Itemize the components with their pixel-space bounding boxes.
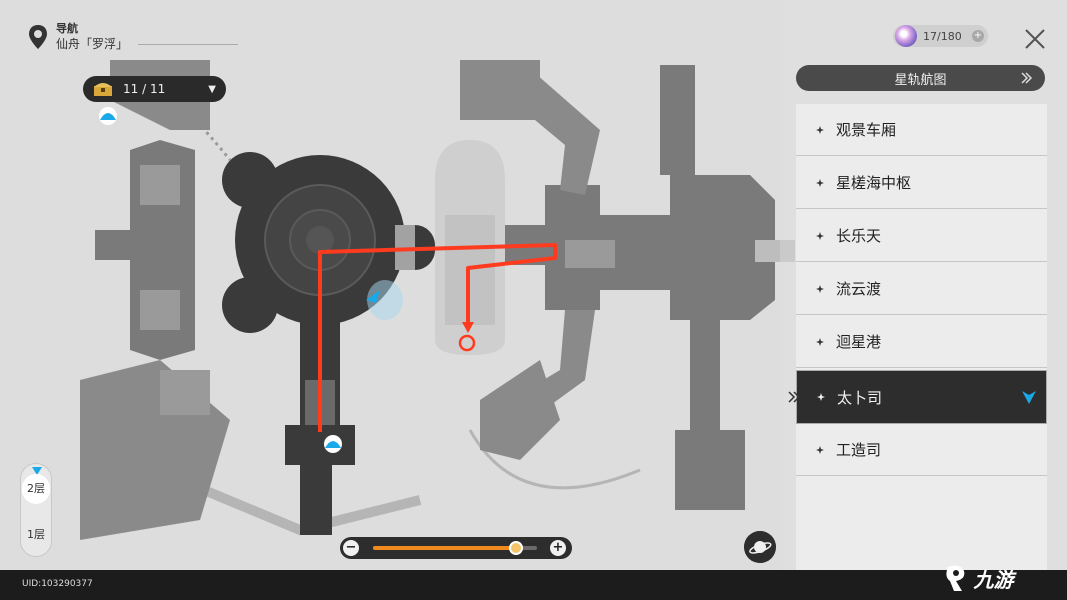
zoom-fill xyxy=(373,546,516,550)
floor-indicator-icon xyxy=(32,467,42,475)
region-label: 长乐天 xyxy=(836,227,882,245)
region-label: 观景车厢 xyxy=(836,121,897,139)
header-divider xyxy=(138,44,238,45)
region-label: 迴星港 xyxy=(836,333,882,351)
teleport-icon-topleft[interactable] xyxy=(99,107,117,125)
floor-2-button[interactable]: 2层 xyxy=(22,474,50,504)
region-item-active[interactable]: 太卜司 xyxy=(796,370,1047,424)
add-currency-button[interactable]: + xyxy=(972,30,984,42)
nav-header: 导航 仙舟「罗浮」 xyxy=(28,22,128,52)
zoom-slider[interactable] xyxy=(373,541,537,555)
chevron-down-icon: ▼ xyxy=(208,83,216,95)
star-icon xyxy=(816,284,824,293)
region-item[interactable]: 长乐天 xyxy=(796,210,1047,262)
zoom-out-button[interactable]: − xyxy=(343,540,359,556)
location-pin-icon xyxy=(29,25,47,49)
star-rail-map-label: 星轨航图 xyxy=(894,72,947,88)
nav-label: 导航 xyxy=(56,22,78,35)
stellar-jade-icon xyxy=(895,25,917,47)
zoom-control: − + xyxy=(340,537,572,559)
stellar-jade-counter[interactable]: 17/180 + xyxy=(893,25,988,47)
nine-game-logo-icon xyxy=(945,565,964,591)
star-icon xyxy=(816,337,824,346)
selection-arrow-icon xyxy=(788,391,801,403)
teleport-icon[interactable] xyxy=(324,435,342,453)
close-icon[interactable] xyxy=(1020,24,1050,54)
region-item[interactable]: 流云渡 xyxy=(796,263,1047,315)
region-label: 星槎海中枢 xyxy=(836,174,912,192)
chevron-right-icon xyxy=(1021,72,1033,84)
star-rail-map-button[interactable]: 星轨航图 xyxy=(796,65,1045,91)
region-item[interactable]: 工造司 xyxy=(796,424,1047,476)
uid-label: UID:103290377 xyxy=(22,579,93,589)
currency-value: 17/180 xyxy=(923,29,962,43)
region-item[interactable]: 迴星港 xyxy=(796,316,1047,368)
star-icon xyxy=(816,231,824,240)
region-item[interactable]: 星槎海中枢 xyxy=(796,157,1047,209)
chest-count: 11 / 11 xyxy=(123,82,166,96)
star-icon xyxy=(816,178,824,187)
star-icon xyxy=(816,125,824,134)
planet-icon[interactable] xyxy=(744,531,776,563)
region-label: 工造司 xyxy=(836,441,882,459)
current-location-icon xyxy=(1022,391,1036,404)
chest-icon xyxy=(94,83,112,96)
region-label: 太卜司 xyxy=(837,388,883,407)
region-label: 流云渡 xyxy=(836,280,882,298)
chest-counter[interactable]: 11 / 11 ▼ xyxy=(83,76,226,102)
star-icon xyxy=(817,393,825,401)
region-item[interactable]: 观景车厢 xyxy=(796,104,1047,156)
location-name: 仙舟「罗浮」 xyxy=(56,37,129,51)
bottom-bar xyxy=(0,570,1067,600)
floor-1-button[interactable]: 1层 xyxy=(27,528,45,541)
star-icon xyxy=(816,445,824,454)
watermark-text: 九游 xyxy=(973,567,1014,592)
floor-selector: 2层 1层 xyxy=(20,463,52,557)
watermark-logo: 九游 xyxy=(888,556,1067,600)
zoom-handle[interactable] xyxy=(508,541,523,555)
zoom-in-button[interactable]: + xyxy=(550,540,566,556)
region-list: 观景车厢 星槎海中枢 长乐天 流云渡 迴星港 太卜司 工造司 xyxy=(796,104,1047,570)
